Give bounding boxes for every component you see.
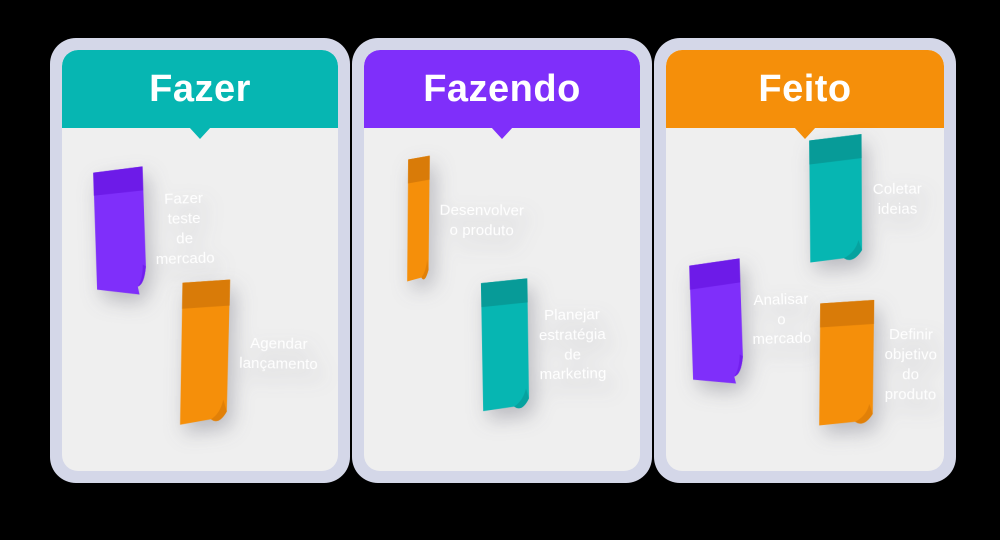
- column-inner: Feito Coletar ideias: [666, 50, 944, 471]
- sticky-note-shape: [689, 258, 743, 384]
- kanban-column-fazendo[interactable]: Fazendo Desenvolver o produto: [352, 38, 652, 483]
- kanban-column-feito[interactable]: Feito Coletar ideias: [654, 38, 956, 483]
- sticky-note-text: Desenvolver o produto: [439, 201, 525, 240]
- sticky-note[interactable]: Coletar ideias: [807, 133, 932, 266]
- column-body-fazer: Fazer teste de mercado Agendar lançament…: [62, 128, 338, 471]
- column-header-fazendo: Fazendo: [364, 50, 640, 139]
- column-title: Feito: [758, 68, 852, 110]
- sticky-note-text: Agendar lançamento: [239, 335, 318, 374]
- sticky-note[interactable]: Analisar o mercado: [688, 256, 822, 384]
- header-notch-icon: [794, 127, 816, 139]
- column-header-feito: Feito: [666, 50, 944, 139]
- sticky-note-shape: [93, 166, 146, 295]
- column-title: Fazer: [149, 68, 251, 110]
- column-inner: Fazer Fazer teste de mercado: [62, 50, 338, 471]
- sticky-note-text: Planejar estratégia de marketing: [538, 306, 607, 384]
- sticky-note[interactable]: Definir objetivo do produto: [817, 299, 944, 430]
- sticky-note-shape: [480, 278, 529, 412]
- sticky-note-text: Fazer teste de mercado: [155, 190, 215, 268]
- sticky-note-shape: [180, 279, 231, 425]
- sticky-note[interactable]: Agendar lançamento: [179, 279, 330, 430]
- sticky-note-shape: [407, 155, 430, 282]
- column-body-fazendo: Desenvolver o produto Planejar estratégi…: [364, 128, 640, 471]
- column-title: Fazendo: [423, 68, 581, 110]
- header-notch-icon: [189, 127, 211, 139]
- column-header-fazer: Fazer: [62, 50, 338, 139]
- sticky-note-text: Analisar o mercado: [752, 290, 812, 349]
- column-body-feito: Coletar ideias Analisar o mercado: [666, 128, 944, 471]
- sticky-note-text: Definir objetivo do produto: [884, 326, 938, 404]
- sticky-note-shape: [819, 299, 875, 426]
- column-inner: Fazendo Desenvolver o produto: [364, 50, 640, 471]
- sticky-note[interactable]: Desenvolver o produto: [406, 155, 534, 286]
- sticky-note[interactable]: Planejar estratégia de marketing: [480, 277, 617, 414]
- header-notch-icon: [491, 127, 513, 139]
- sticky-note-shape: [809, 134, 863, 263]
- sticky-note-text: Coletar ideias: [872, 180, 922, 218]
- kanban-column-fazer[interactable]: Fazer Fazer teste de mercado: [50, 38, 350, 483]
- sticky-note[interactable]: Fazer teste de mercado: [92, 164, 225, 295]
